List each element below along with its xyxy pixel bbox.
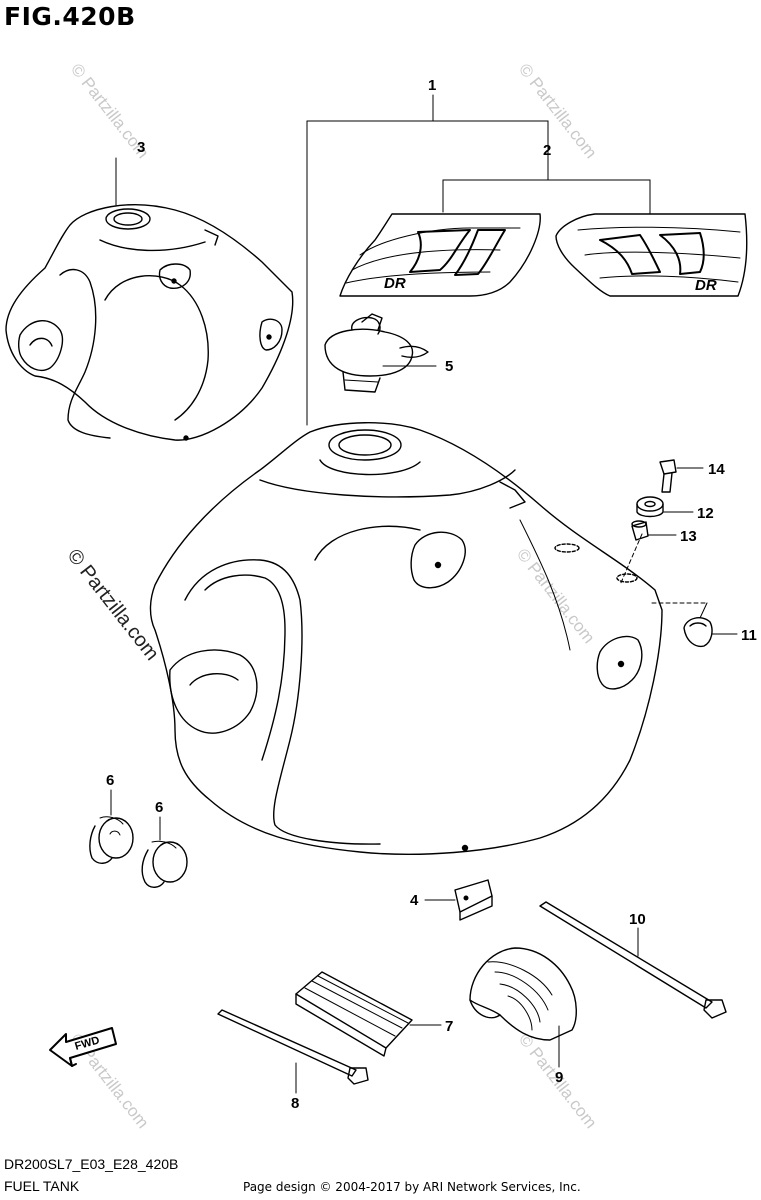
callout-6b: 6 <box>155 799 163 816</box>
callout-7: 7 <box>445 1018 453 1035</box>
callout-8: 8 <box>291 1095 299 1112</box>
cushion-drawing <box>631 520 649 541</box>
diagram-code: DR200SL7_E03_E28_420B <box>4 1156 179 1172</box>
leader-lines <box>110 94 738 1094</box>
callout-6a: 6 <box>106 772 114 789</box>
callout-11: 11 <box>741 627 757 644</box>
callout-14: 14 <box>708 461 725 478</box>
callout-5: 5 <box>445 358 453 375</box>
fuel-tank-main-drawing <box>149 422 663 855</box>
bolt-drawing <box>659 459 677 493</box>
callout-4: 4 <box>410 892 419 909</box>
pad-drawing <box>295 971 413 1057</box>
callout-13: 13 <box>680 528 697 545</box>
band-short-drawing <box>217 1009 369 1085</box>
fuel-cap-drawing <box>324 313 429 393</box>
emblem-right-drawing <box>555 213 748 297</box>
band-long-drawing <box>539 901 727 1019</box>
emblem-left-drawing <box>339 213 541 297</box>
callout-1: 1 <box>428 77 436 94</box>
emblem-right-text: DR <box>695 277 717 294</box>
fwd-arrow-icon <box>49 1027 117 1067</box>
callout-12: 12 <box>697 505 714 522</box>
figure-title: FIG.420B <box>4 2 136 31</box>
callout-3: 3 <box>137 139 145 156</box>
cap-left-drawing <box>89 816 134 864</box>
callout-9: 9 <box>555 1069 563 1086</box>
callout-10: 10 <box>629 911 646 928</box>
diagram-name: FUEL TANK <box>4 1178 80 1194</box>
washer-drawing <box>636 496 664 518</box>
cover-drawing <box>469 947 577 1041</box>
emblem-left-text: DR <box>384 275 406 292</box>
fuel-tank-small-drawing <box>5 204 294 441</box>
callout-2: 2 <box>543 142 551 159</box>
grommet-drawing <box>683 617 713 648</box>
clip-drawing <box>454 879 493 921</box>
callouts: 1 2 3 4 5 6 6 7 8 9 10 11 12 13 14 <box>106 77 757 1112</box>
credit-line: Page design © 2004-2017 by ARI Network S… <box>243 1180 581 1194</box>
cap-right-drawing <box>141 840 188 888</box>
